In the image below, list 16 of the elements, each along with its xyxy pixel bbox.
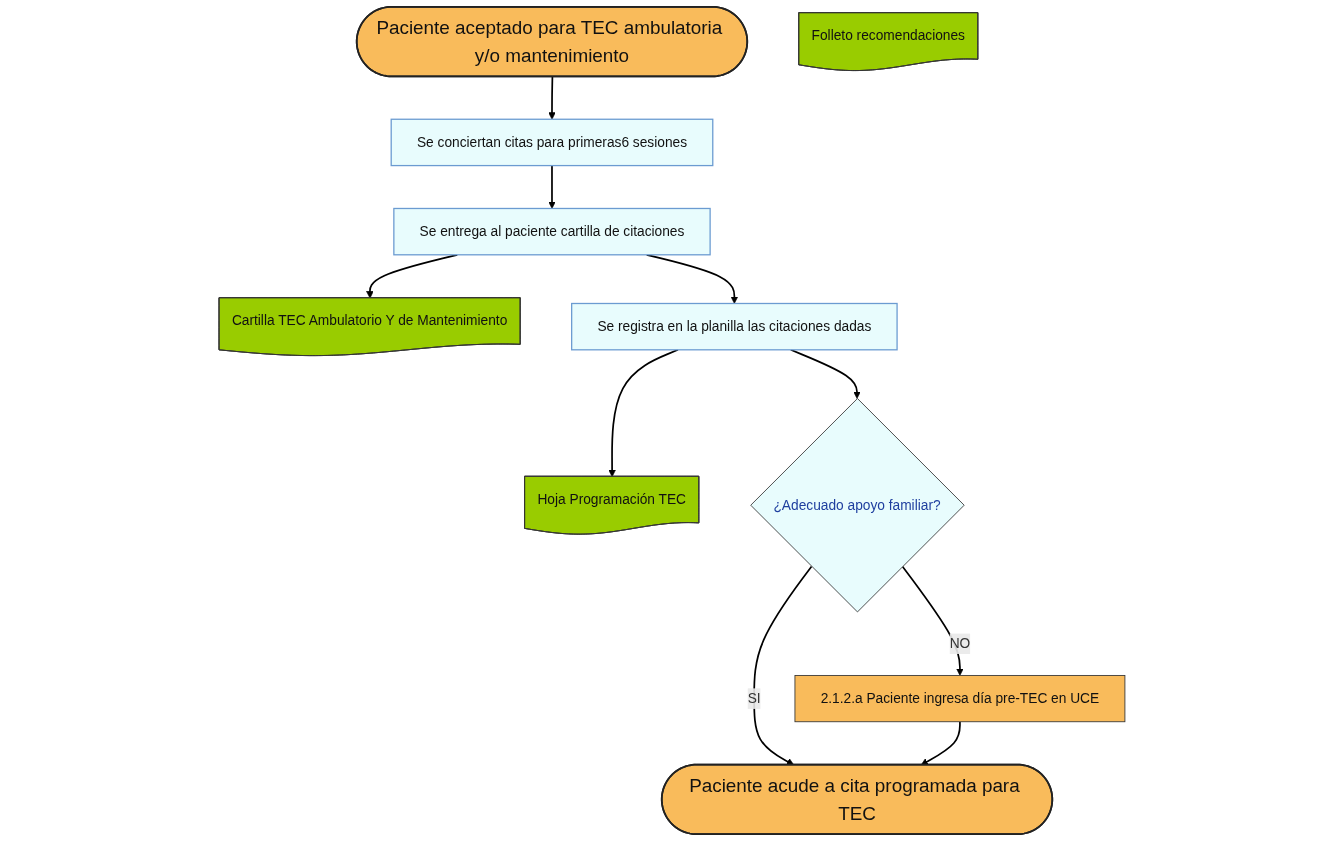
node-box: Se entrega al paciente cartilla de citaciones xyxy=(392,207,711,256)
arrow xyxy=(901,565,964,676)
arrow xyxy=(547,164,556,209)
arrow xyxy=(607,348,679,478)
arrow xyxy=(920,720,961,766)
node-box: Se registra en la planilla las citaciones dadas xyxy=(570,302,898,351)
arrow xyxy=(789,348,861,399)
edge-label: NO xyxy=(949,635,970,651)
arrow xyxy=(365,253,458,299)
edge-label: SI xyxy=(747,690,761,706)
arrow xyxy=(547,75,556,120)
node-box: 2.1.2.a Paciente ingresa día pre-TEC en UCE xyxy=(794,675,1125,723)
arrow xyxy=(645,253,738,304)
node-box: Se conciertan citas para primeras6 sesiones xyxy=(390,118,713,167)
node-diamond: ¿Adecuado apoyo familiar? xyxy=(749,398,965,613)
arrow xyxy=(752,565,812,766)
